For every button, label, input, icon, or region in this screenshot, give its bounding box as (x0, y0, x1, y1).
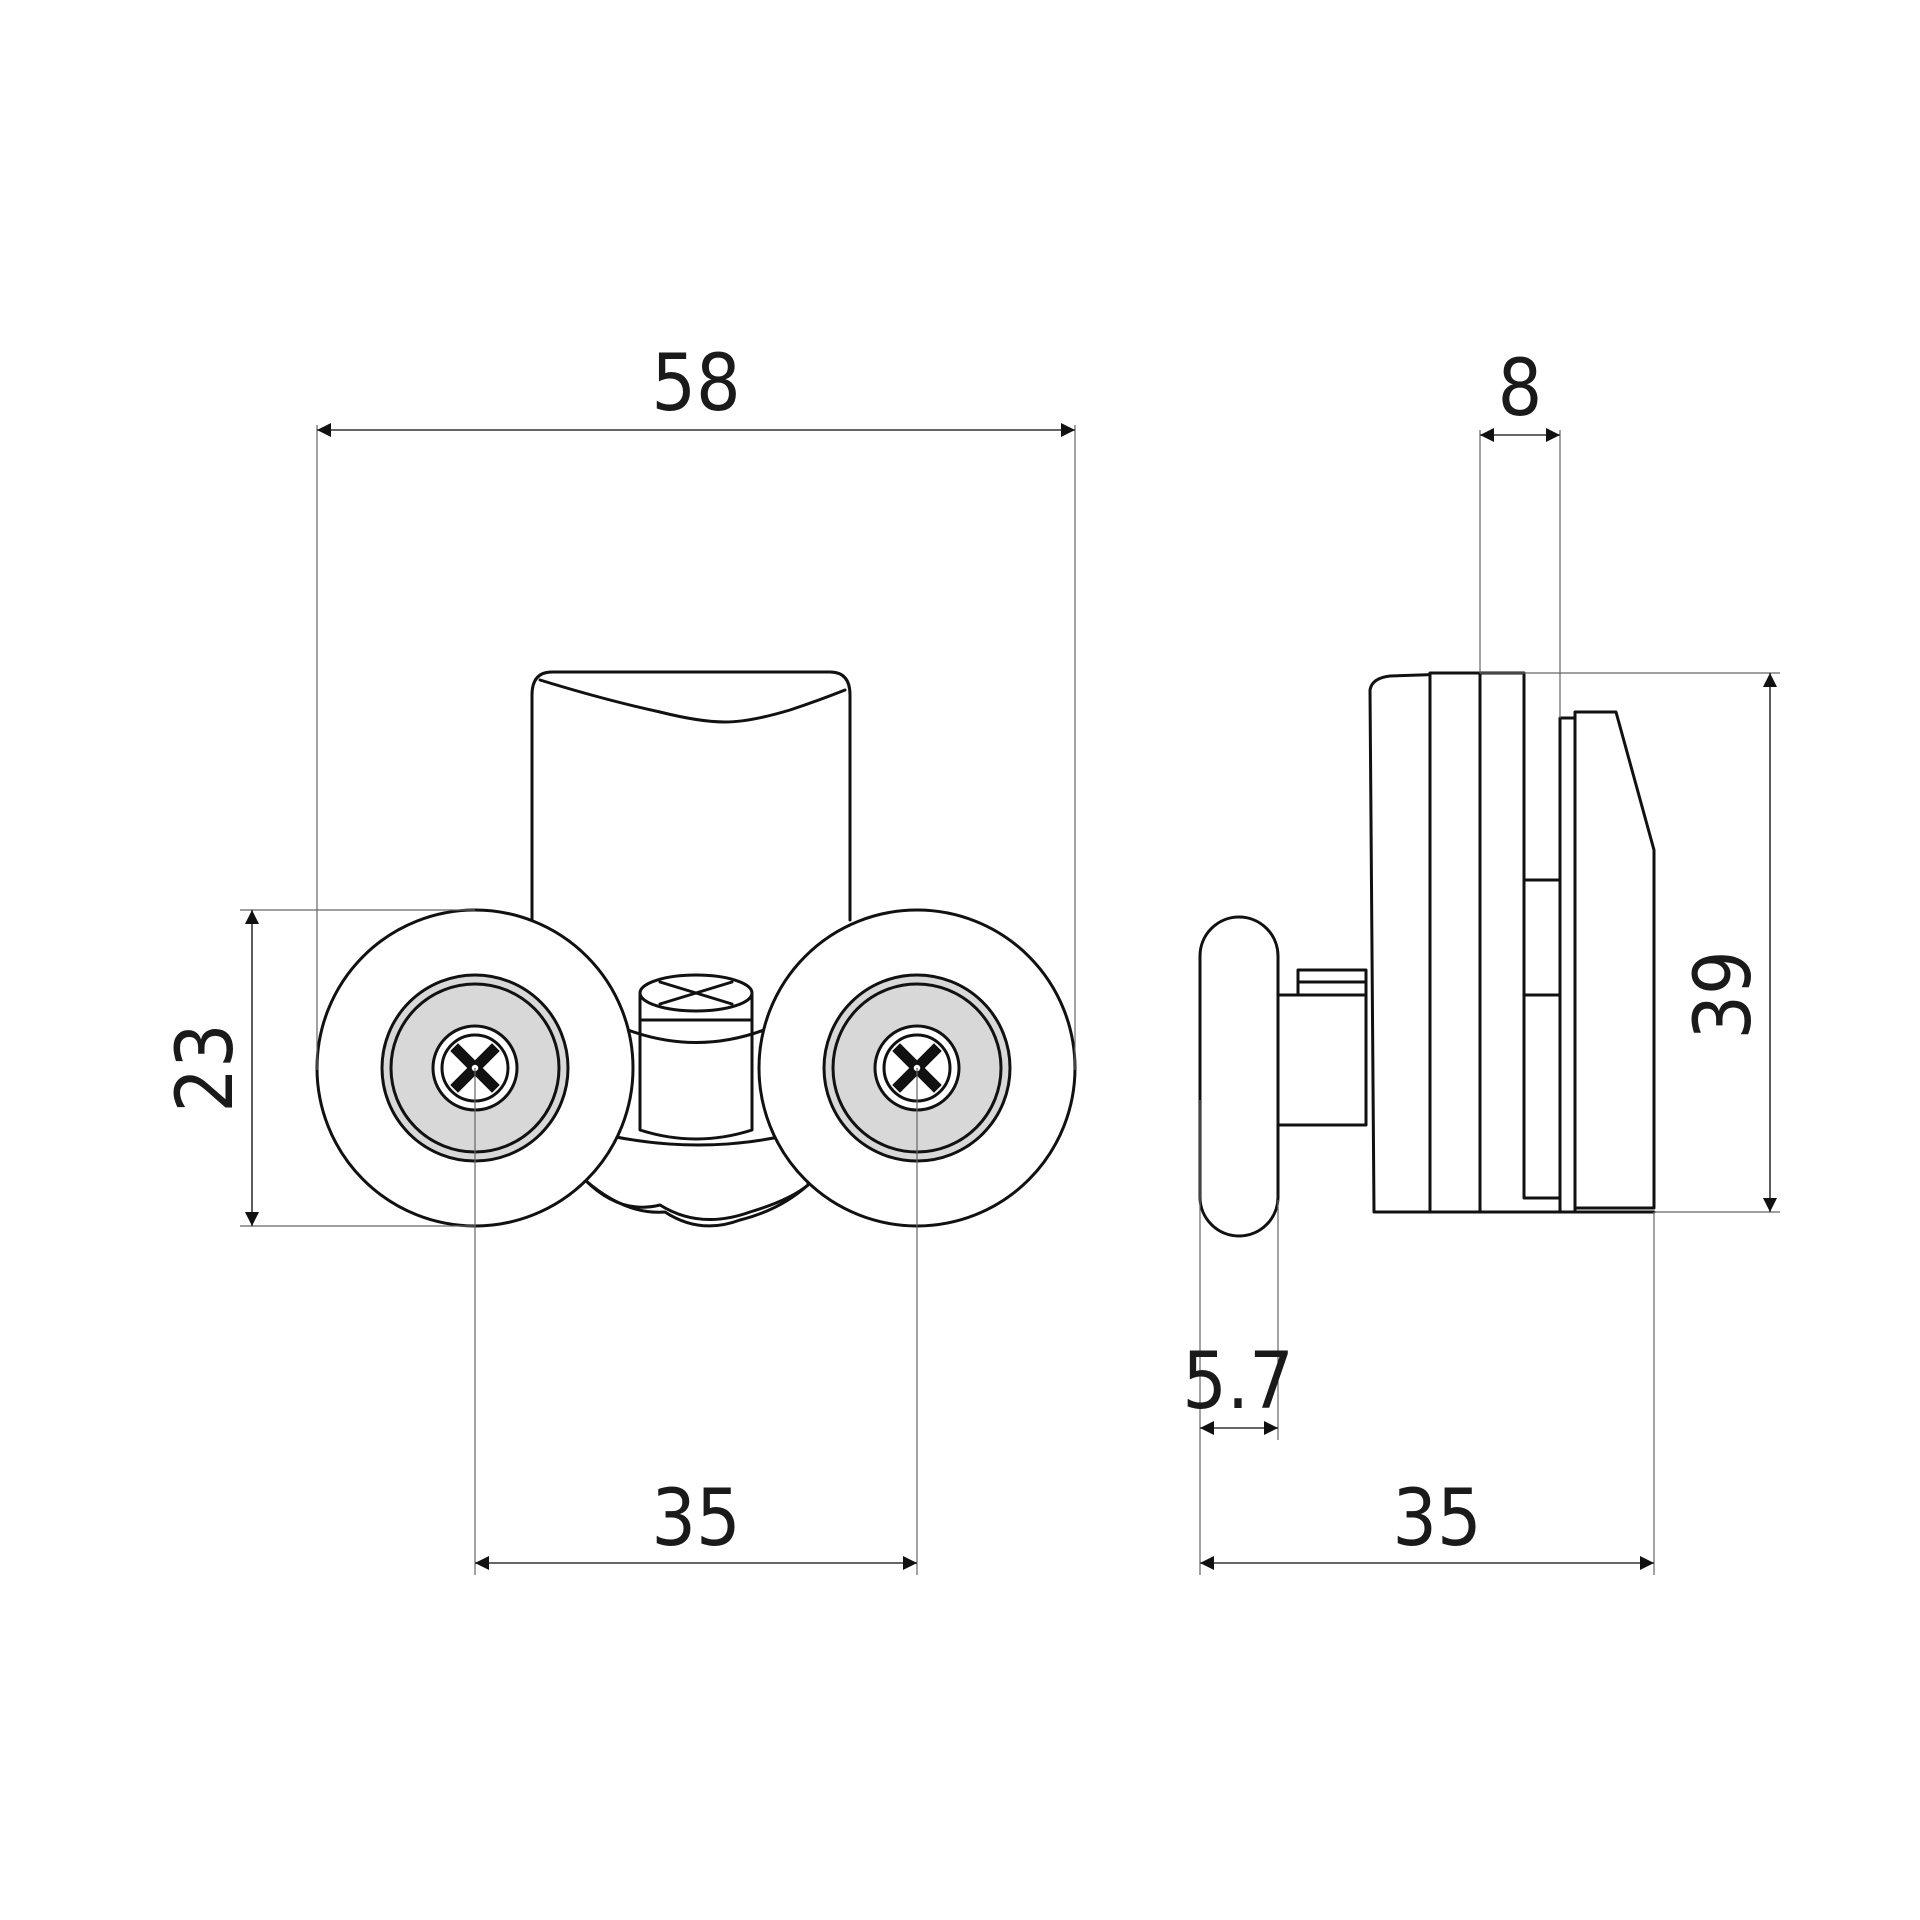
front-mounting-body (530, 670, 852, 922)
side-body-plate-2 (1428, 671, 1482, 1214)
side-view: 8 39 5.7 35 (1182, 344, 1780, 1575)
side-rear-plate-thin (1558, 716, 1577, 1214)
front-axle-cap-cross (658, 980, 734, 1006)
front-view: 58 23 35 (161, 339, 1077, 1575)
dim-label-23: 23 (161, 1023, 251, 1112)
dim-label-5-7: 5.7 (1182, 1337, 1294, 1427)
side-rear-plate-slanted (1573, 710, 1656, 1210)
front-lower-arch (583, 1128, 810, 1222)
dim-label-58: 58 (651, 339, 740, 429)
front-axle-band (626, 1028, 766, 1044)
front-center-axle (638, 993, 754, 1141)
side-wheel (1198, 915, 1280, 1238)
dim-label-8: 8 (1498, 344, 1543, 434)
dim-label-35-front: 35 (651, 1474, 740, 1564)
side-axle (1276, 993, 1368, 1127)
front-body-top-curve (538, 678, 847, 724)
dim-label-39: 39 (1679, 950, 1769, 1039)
dim-label-35-side: 35 (1392, 1474, 1481, 1564)
front-lower-arch-outline (583, 1178, 810, 1228)
